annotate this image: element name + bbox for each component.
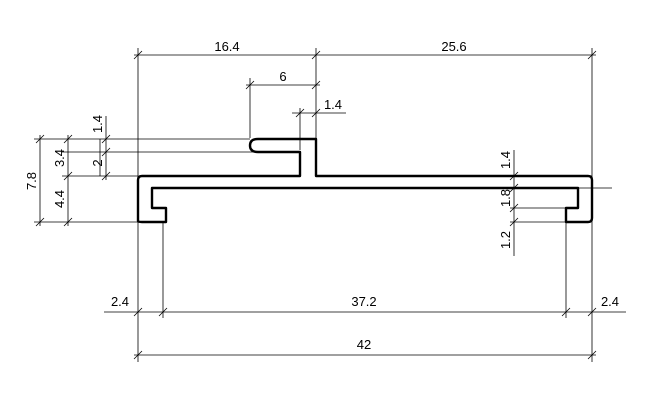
profile-outline <box>136 137 594 224</box>
dim-top-left-width: 16.4 <box>214 39 239 54</box>
dim-overall-width: 42 <box>357 337 371 352</box>
dim-top-right-width: 25.6 <box>441 39 466 54</box>
dim-lip-width: 6 <box>279 69 286 84</box>
dim-body-height: 4.4 <box>52 190 67 208</box>
dim-right-channel: 1.8 <box>498 189 513 207</box>
dim-post-thickness: 1.4 <box>324 97 342 112</box>
dimension-lines <box>35 50 626 360</box>
extension-lines <box>34 48 612 362</box>
dim-right-flange: 2.4 <box>601 294 619 309</box>
dim-opening-width: 37.2 <box>351 294 376 309</box>
dim-height-small: 2 <box>90 159 105 166</box>
dim-height-gap: 3.4 <box>52 149 67 167</box>
dim-right-hook: 1.2 <box>498 231 513 249</box>
dim-height-lip: 1.4 <box>90 115 105 133</box>
dim-total-height: 7.8 <box>24 172 39 190</box>
dim-left-flange: 2.4 <box>111 294 129 309</box>
dim-right-top-wall: 1.4 <box>498 151 513 169</box>
